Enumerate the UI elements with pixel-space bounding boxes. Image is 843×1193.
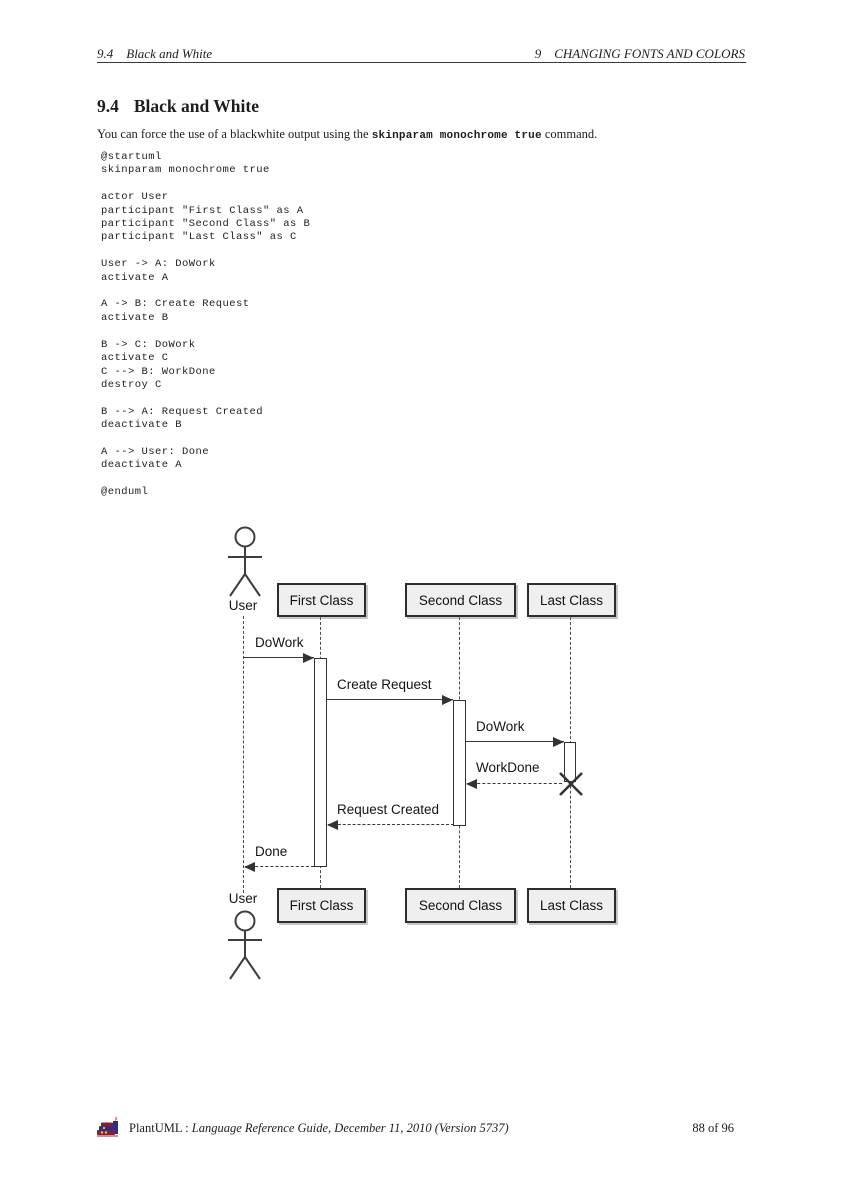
actor-icon-bottom: [228, 910, 262, 980]
arrowhead-icon-dowork-1: [303, 653, 314, 663]
plantuml-code-listing: @startuml skinparam monochrome true acto…: [101, 151, 311, 499]
section-title: Black and White: [133, 96, 259, 116]
footer-brand: PlantUML: [129, 1121, 183, 1135]
intro-inline-code: skinparam monochrome true: [371, 130, 542, 142]
message-line-dowork-1: [244, 657, 314, 658]
footer-document-title: Language Reference Guide, December 11, 2…: [191, 1121, 509, 1135]
message-label-create-request: Create Request: [337, 677, 432, 692]
participant-box-last-class-bottom: Last Class: [527, 888, 616, 923]
participant-box-second-class-bottom: Second Class: [405, 888, 516, 923]
message-label-dowork-2: DoWork: [476, 719, 525, 734]
activation-bar-first-class: [314, 658, 327, 867]
header-left-title: Black and White: [126, 46, 213, 61]
destroy-icon: [559, 772, 583, 796]
participant-box-second-class-top: Second Class: [405, 583, 516, 617]
page-indicator: 88 of 96: [692, 1121, 734, 1135]
message-line-create-request: [327, 699, 453, 700]
header-right-title: CHANGING FONTS AND COLORS: [554, 46, 745, 61]
arrowhead-icon-request-created: [327, 820, 338, 830]
message-label-request-created: Request Created: [337, 802, 440, 817]
plantuml-logo-icon: [97, 1116, 118, 1137]
intro-text-after: command.: [541, 127, 598, 141]
message-line-workdone: [467, 783, 562, 784]
participant-box-first-class-top: First Class: [277, 583, 366, 617]
section-heading: 9.4 Black and White: [97, 96, 259, 117]
actor-label-top: User: [228, 598, 258, 613]
actor-icon-top: [228, 526, 262, 597]
intro-paragraph: You can force the use of a blackwhite ou…: [97, 127, 597, 142]
participant-box-first-class-bottom: First Class: [277, 888, 366, 923]
message-line-dowork-2: [466, 741, 564, 742]
actor-label-bottom: User: [228, 891, 258, 906]
activation-bar-second-class: [453, 700, 466, 826]
section-number: 9.4: [97, 96, 119, 116]
footer-text: PlantUML : Language Reference Guide, Dec…: [129, 1121, 509, 1136]
footer-separator: :: [185, 1121, 189, 1135]
message-line-request-created: [328, 824, 454, 825]
header-left: 9.4 Black and White: [97, 46, 212, 62]
header-right: 9 CHANGING FONTS AND COLORS: [535, 46, 745, 62]
participant-box-last-class-top: Last Class: [527, 583, 616, 617]
message-label-workdone: WorkDone: [476, 760, 540, 775]
message-label-done: Done: [255, 844, 288, 859]
header-rule: [97, 62, 746, 63]
intro-text-before: You can force the use of a blackwhite ou…: [97, 127, 372, 141]
arrowhead-icon-done: [244, 862, 255, 872]
arrowhead-icon-workdone: [466, 779, 477, 789]
message-label-dowork-1: DoWork: [255, 635, 304, 650]
header-right-number: 9: [534, 46, 542, 61]
arrowhead-icon-dowork-2: [553, 737, 564, 747]
header-left-number: 9.4: [97, 46, 114, 61]
lifeline-user: [243, 616, 244, 893]
arrowhead-icon-create-request: [442, 695, 453, 705]
message-line-done: [245, 866, 314, 867]
